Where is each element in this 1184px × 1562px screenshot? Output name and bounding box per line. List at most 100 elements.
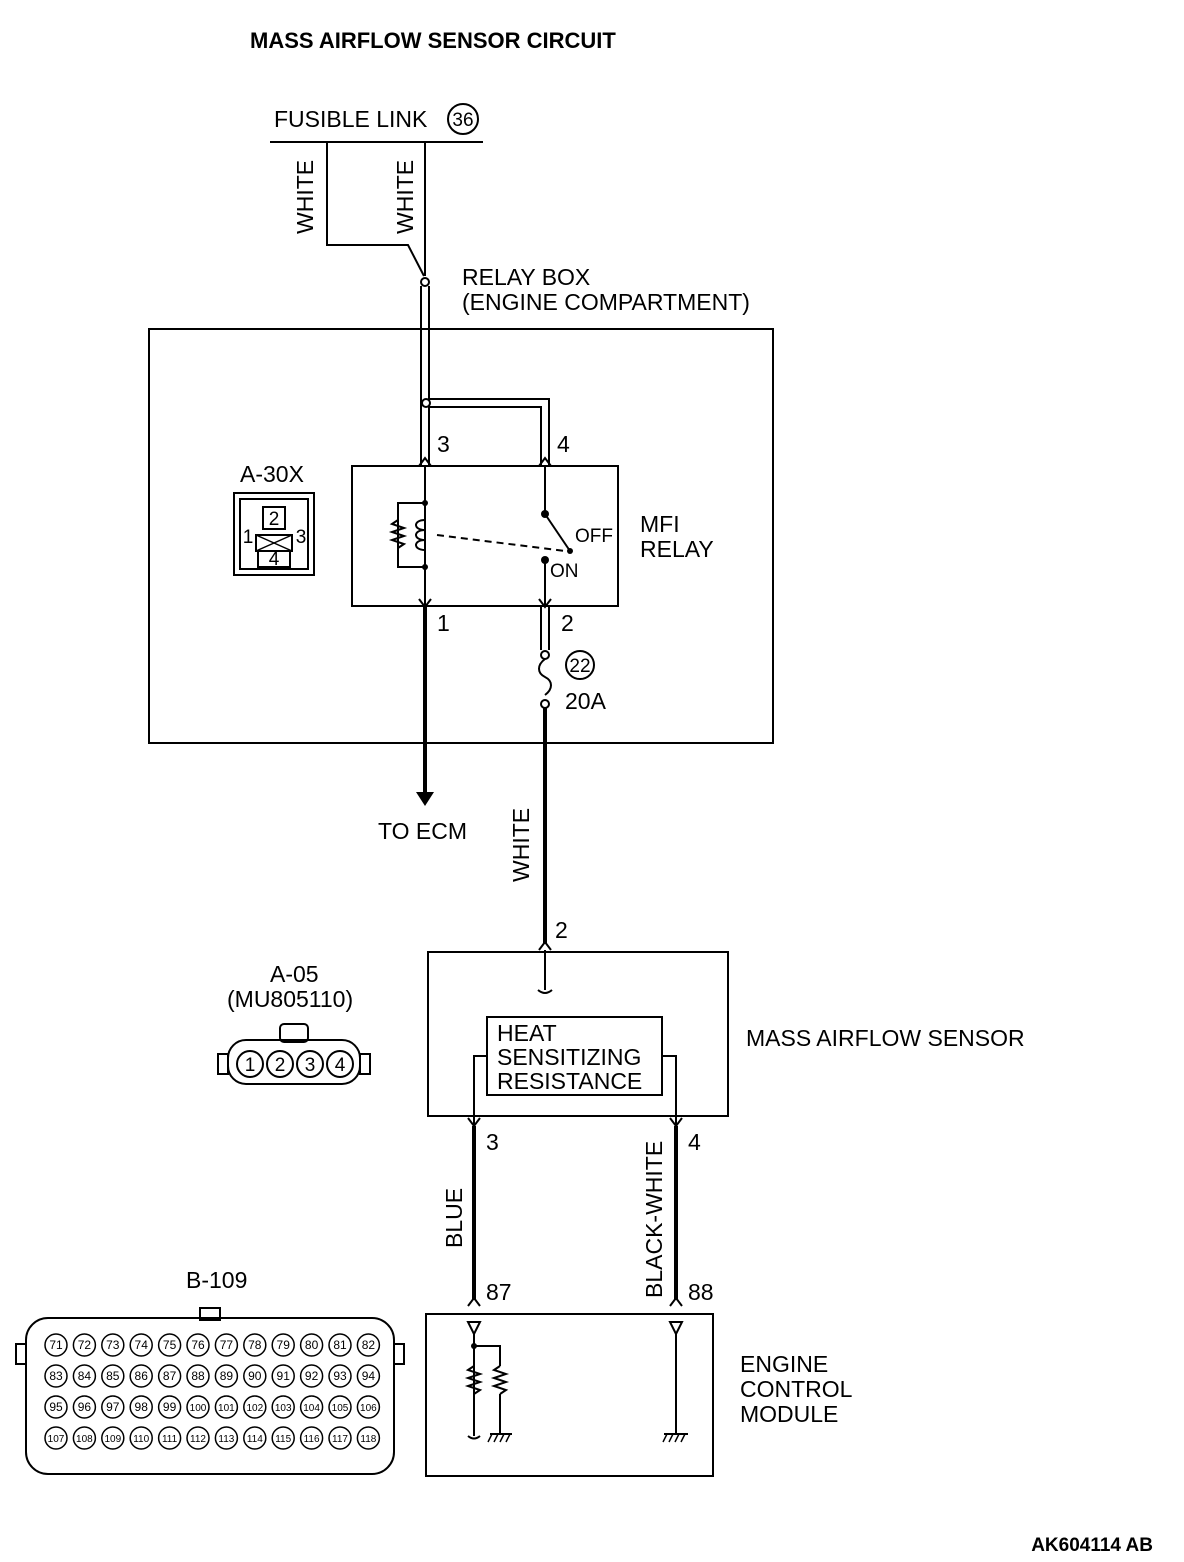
b109-pin-79: 79 [277, 1338, 291, 1352]
b109-pin-circle [214, 1364, 239, 1388]
b109-pin-circle [101, 1426, 125, 1450]
fuse-rating: 20A [565, 688, 607, 714]
sensor-element-line3: RESISTANCE [497, 1068, 642, 1094]
mfi-relay-outline [351, 465, 619, 607]
b109-pin-106: 106 [360, 1403, 377, 1414]
b109-pin-94: 94 [362, 1369, 376, 1383]
to-ecm-wire: TO ECM [378, 606, 467, 844]
b109-pin-73: 73 [106, 1338, 120, 1352]
b109-pin-104: 104 [303, 1403, 320, 1414]
fuse-symbol [538, 658, 552, 696]
b109-pin-circle [271, 1395, 295, 1419]
b109-pin-108: 108 [76, 1434, 93, 1445]
coil-symbol [415, 519, 426, 551]
b109-pin-circle [214, 1333, 239, 1357]
a30x-pin-2: 2 [269, 509, 280, 530]
b109-pin-circle [129, 1395, 153, 1419]
b109-pin-circle [44, 1426, 68, 1450]
figure-code: AK604114 AB [1031, 1535, 1153, 1556]
b109-pin-78: 78 [248, 1338, 262, 1352]
b109-outline [25, 1317, 395, 1475]
relay-box-subtitle: (ENGINE COMPARTMENT) [462, 289, 750, 315]
sensor-label: MASS AIRFLOW SENSOR [746, 1025, 1025, 1051]
sensor-element-line2: SENSITIZING [497, 1044, 641, 1070]
engine-control-module: ENGINE CONTROL MODULE [425, 1313, 853, 1477]
mfi-relay-label-1: MFI [640, 511, 680, 537]
ecm-pin-88: 88 [688, 1279, 714, 1305]
sensor-to-ecm-wires: BLUE BLACK-WHITE 87 88 [441, 1126, 714, 1307]
b109-pin-116: 116 [304, 1434, 320, 1445]
a05-pin-2: 2 [275, 1055, 286, 1076]
fuse-number-circle [565, 650, 595, 680]
b109-pin-112: 112 [190, 1434, 206, 1445]
b109-pin-circle [299, 1364, 324, 1388]
b109-pin-circle [214, 1395, 239, 1419]
ecm-outline [425, 1313, 714, 1477]
relay-box: RELAY BOX (ENGINE COMPARTMENT) [148, 264, 774, 744]
b109-pin-circle [186, 1426, 210, 1450]
relay-pin-1: 1 [437, 610, 450, 636]
b109-pin-93: 93 [333, 1369, 347, 1383]
b109-pin-circle [328, 1395, 352, 1419]
fusible-link-label: FUSIBLE LINK [274, 106, 428, 132]
fuse-22: 22 20A [538, 606, 607, 714]
wire-color-label-black-white: BLACK-WHITE [641, 1141, 667, 1298]
to-ecm-label: TO ECM [378, 818, 467, 844]
b109-pin-114: 114 [247, 1434, 263, 1445]
b109-pin-circle [356, 1364, 381, 1388]
a05-pin-1: 1 [245, 1055, 256, 1076]
sensor-pin-3: 3 [486, 1129, 499, 1155]
b109-pin-71: 71 [49, 1338, 63, 1352]
b109-pin-107: 107 [48, 1434, 65, 1445]
b109-pin-circle [129, 1333, 153, 1357]
b109-pin-90: 90 [248, 1369, 262, 1383]
switch-on-label: ON [550, 561, 579, 582]
b109-pin-circle [356, 1426, 381, 1450]
b109-pin-76: 76 [191, 1338, 205, 1352]
relay-pin-2: 2 [561, 610, 574, 636]
switch-off-label: OFF [575, 526, 613, 547]
b109-pin-circle [243, 1426, 267, 1450]
b109-pin-circle [186, 1333, 210, 1357]
relay-box-title: RELAY BOX [462, 264, 590, 290]
b109-pin-75: 75 [163, 1338, 177, 1352]
b109-pin-circle [243, 1364, 267, 1388]
wire-color-label-left: WHITE [292, 160, 318, 234]
b109-pin-circle [72, 1364, 97, 1388]
b109-pin-83: 83 [49, 1369, 63, 1383]
b109-pin-circle [186, 1364, 210, 1388]
b109-pin-circle [186, 1395, 210, 1419]
b109-pin-circle [214, 1426, 239, 1450]
relay-pin-4: 4 [557, 431, 570, 457]
b109-pin-109: 109 [104, 1434, 121, 1445]
sensor-outline [427, 951, 729, 1117]
b109-pin-81: 81 [333, 1338, 347, 1352]
fusible-wires: WHITE WHITE [292, 142, 430, 287]
b109-pin-circle [129, 1364, 153, 1388]
resistor-symbol [388, 519, 408, 549]
b109-pin-circle [72, 1426, 97, 1450]
b109-pin-86: 86 [135, 1369, 149, 1383]
b109-pin-circle [356, 1395, 381, 1419]
b109-pin-circle [44, 1395, 68, 1419]
ecm-pin-87: 87 [486, 1279, 512, 1305]
a05-pin-4: 4 [335, 1055, 346, 1076]
relay-to-sensor-wire: WHITE 2 [508, 708, 568, 994]
relay-connector-a30x: A-30X 2 1 3 4 [233, 461, 315, 576]
relay-pin-3: 3 [437, 431, 450, 457]
ecm-label-1: ENGINE [740, 1351, 828, 1377]
b109-pin-118: 118 [360, 1434, 376, 1445]
a30x-pin-1: 1 [243, 527, 254, 548]
b109-pin-circle [328, 1426, 352, 1450]
b109-pin-74: 74 [135, 1338, 149, 1352]
b109-pin-circle [243, 1333, 267, 1357]
b109-pin-circle [44, 1364, 68, 1388]
wire-color-label-blue: BLUE [441, 1188, 467, 1248]
b109-pin-circle [356, 1333, 381, 1357]
b109-pin-circle [101, 1364, 125, 1388]
b109-pin-circle [44, 1333, 68, 1357]
b109-pin-circle [157, 1395, 182, 1419]
a30x-pin-3: 3 [296, 527, 307, 548]
